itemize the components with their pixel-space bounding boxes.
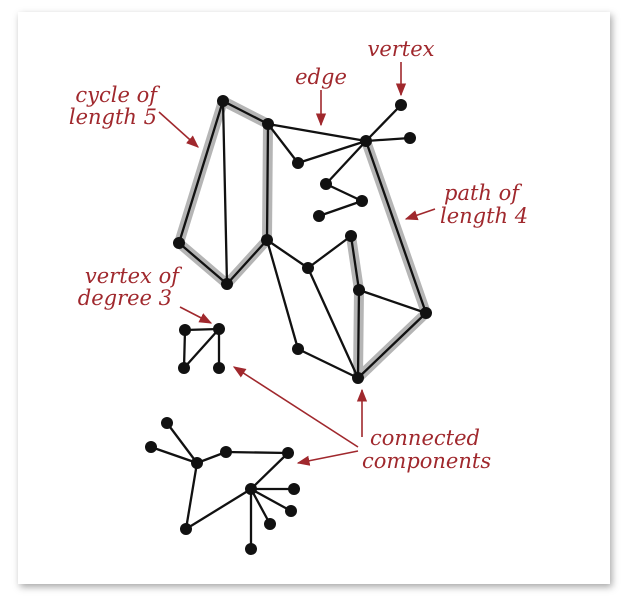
vertex bbox=[404, 132, 416, 144]
edge bbox=[249, 487, 293, 513]
vertex bbox=[213, 362, 225, 374]
degree-label-line1: vertex of bbox=[85, 264, 182, 288]
edge bbox=[182, 327, 221, 370]
edge bbox=[265, 238, 300, 351]
figure-frame bbox=[18, 12, 610, 584]
edge bbox=[306, 234, 353, 270]
vertex-label: vertex bbox=[367, 37, 434, 61]
vertex bbox=[313, 210, 325, 222]
edge bbox=[177, 99, 225, 245]
annotation-labels: cycle of length 5 edge vertex path of le… bbox=[69, 37, 528, 473]
edge bbox=[249, 487, 272, 526]
path-arrow bbox=[404, 208, 436, 221]
vertex bbox=[395, 99, 407, 111]
vertices bbox=[145, 95, 432, 555]
vertex bbox=[161, 417, 173, 429]
vertex bbox=[262, 118, 274, 130]
edge bbox=[221, 99, 229, 286]
vertex bbox=[261, 234, 273, 246]
edge bbox=[265, 122, 270, 242]
edge bbox=[249, 451, 290, 491]
edge bbox=[296, 139, 368, 165]
components-arrow-square bbox=[232, 366, 359, 448]
vertex bbox=[191, 457, 203, 469]
edge bbox=[349, 234, 361, 292]
vertex bbox=[288, 483, 300, 495]
vertex bbox=[217, 95, 229, 107]
vertex bbox=[352, 372, 364, 384]
path-label-line1: path of bbox=[444, 181, 522, 205]
vertex bbox=[213, 323, 225, 335]
highlights bbox=[174, 96, 431, 383]
edge bbox=[149, 445, 199, 465]
edge bbox=[182, 328, 187, 370]
vertex bbox=[145, 441, 157, 453]
path-label-line2: length 4 bbox=[440, 204, 528, 228]
vertex bbox=[245, 543, 257, 555]
components-label-line1: connected bbox=[370, 426, 480, 450]
edge bbox=[266, 122, 300, 165]
cycle-label-line1: cycle of bbox=[75, 83, 160, 107]
vertex bbox=[292, 157, 304, 169]
edge bbox=[306, 266, 360, 380]
vertex bbox=[292, 343, 304, 355]
edge bbox=[324, 182, 364, 203]
components-arrow-tree bbox=[296, 450, 359, 466]
edge bbox=[364, 139, 428, 315]
vertex bbox=[420, 307, 432, 319]
cycle-arrow bbox=[158, 111, 199, 148]
edges bbox=[149, 99, 428, 551]
edge bbox=[224, 450, 290, 455]
vertex bbox=[285, 505, 297, 517]
edge bbox=[356, 311, 428, 380]
edge bbox=[356, 288, 361, 380]
annotation-arrows bbox=[158, 62, 436, 466]
edge bbox=[364, 103, 403, 143]
edge bbox=[364, 136, 412, 143]
vertex bbox=[179, 324, 191, 336]
edge-label: edge bbox=[295, 65, 347, 89]
vertex bbox=[360, 135, 372, 147]
vertex bbox=[264, 518, 276, 530]
edge bbox=[324, 139, 368, 186]
edge bbox=[225, 238, 269, 286]
edge bbox=[184, 461, 199, 531]
vertex bbox=[356, 195, 368, 207]
vertex bbox=[302, 262, 314, 274]
edge bbox=[221, 99, 270, 126]
vertex bbox=[320, 178, 332, 190]
vertex bbox=[345, 230, 357, 242]
vertex bbox=[221, 278, 233, 290]
cycle-label-line2: length 5 bbox=[69, 105, 157, 129]
vertex bbox=[245, 483, 257, 495]
edge bbox=[296, 347, 360, 380]
vertex bbox=[220, 446, 232, 458]
edge bbox=[177, 241, 229, 286]
degree-label-line2: degree 3 bbox=[78, 286, 172, 310]
edge bbox=[317, 199, 364, 218]
vertex bbox=[282, 447, 294, 459]
degree-arrow bbox=[179, 306, 213, 324]
vertex bbox=[178, 362, 190, 374]
edge bbox=[357, 288, 428, 315]
vertex bbox=[353, 284, 365, 296]
components-label-line2: components bbox=[362, 449, 491, 473]
path-highlight bbox=[346, 136, 431, 383]
edge bbox=[165, 421, 199, 465]
vertex bbox=[173, 237, 185, 249]
edge bbox=[265, 238, 310, 270]
vertex bbox=[180, 523, 192, 535]
edge bbox=[184, 487, 253, 531]
edge bbox=[266, 122, 368, 143]
